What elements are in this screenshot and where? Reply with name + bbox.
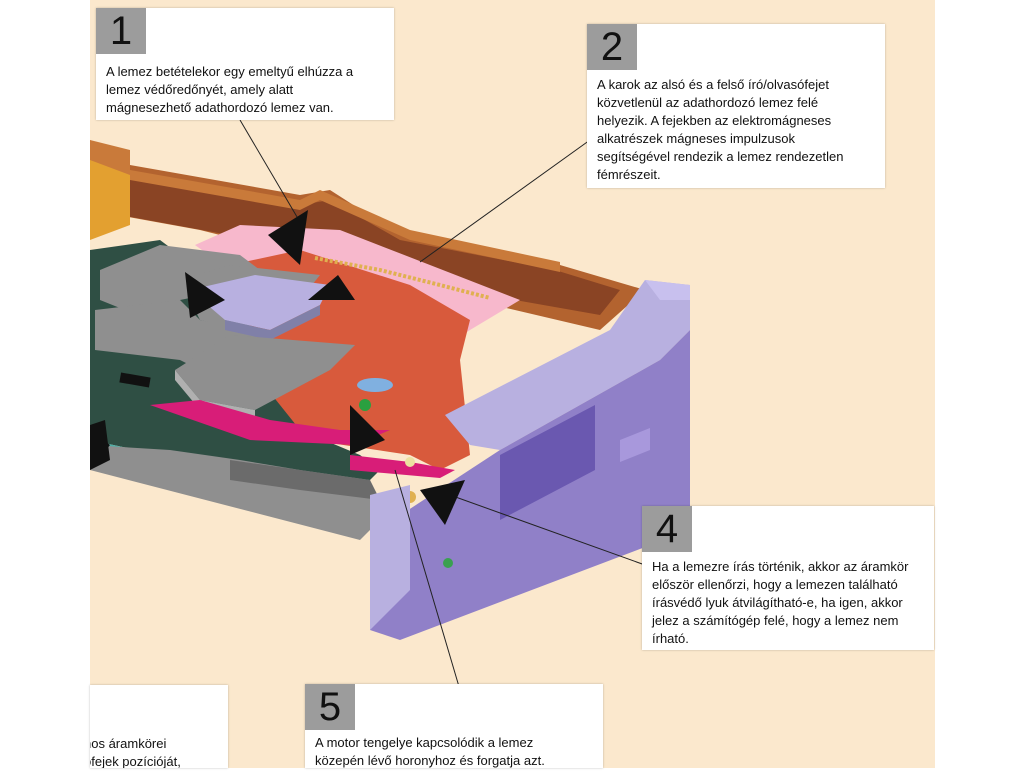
callout-text: A karok az alsó és a felső író/olvasófej… (597, 76, 843, 184)
callout-5: 5 A motor tengelye kapcsolódik a lemez k… (305, 684, 603, 768)
callout-1: 1 A lemez betételekor egy emeltyű elhúzz… (96, 8, 394, 120)
callout-text: A motor tengelye kapcsolódik a lemez köz… (315, 734, 545, 770)
callout-text: Ha a lemezre írás történik, akkor az ára… (652, 558, 908, 648)
callout-4: 4 Ha a lemezre írás történik, akkor az á… (642, 506, 934, 650)
callout-number: 4 (642, 506, 692, 552)
callout-number: 2 (587, 24, 637, 70)
callout-text: nos áramkörei ófejek pozícióját, (90, 735, 181, 768)
sensor-led-mid (405, 457, 415, 467)
callout-text: A lemez betételekor egy emeltyű elhúzza … (106, 63, 353, 117)
callout-3-partial: nos áramkörei ófejek pozícióját, (90, 685, 228, 768)
sensor-led-top (359, 399, 371, 411)
callout-number: 5 (305, 684, 355, 730)
callout-number: 1 (96, 8, 146, 54)
casing-screw (443, 558, 453, 568)
index-lens (357, 378, 393, 392)
callout-2: 2 A karok az alsó és a felső író/olvasóf… (587, 24, 885, 188)
